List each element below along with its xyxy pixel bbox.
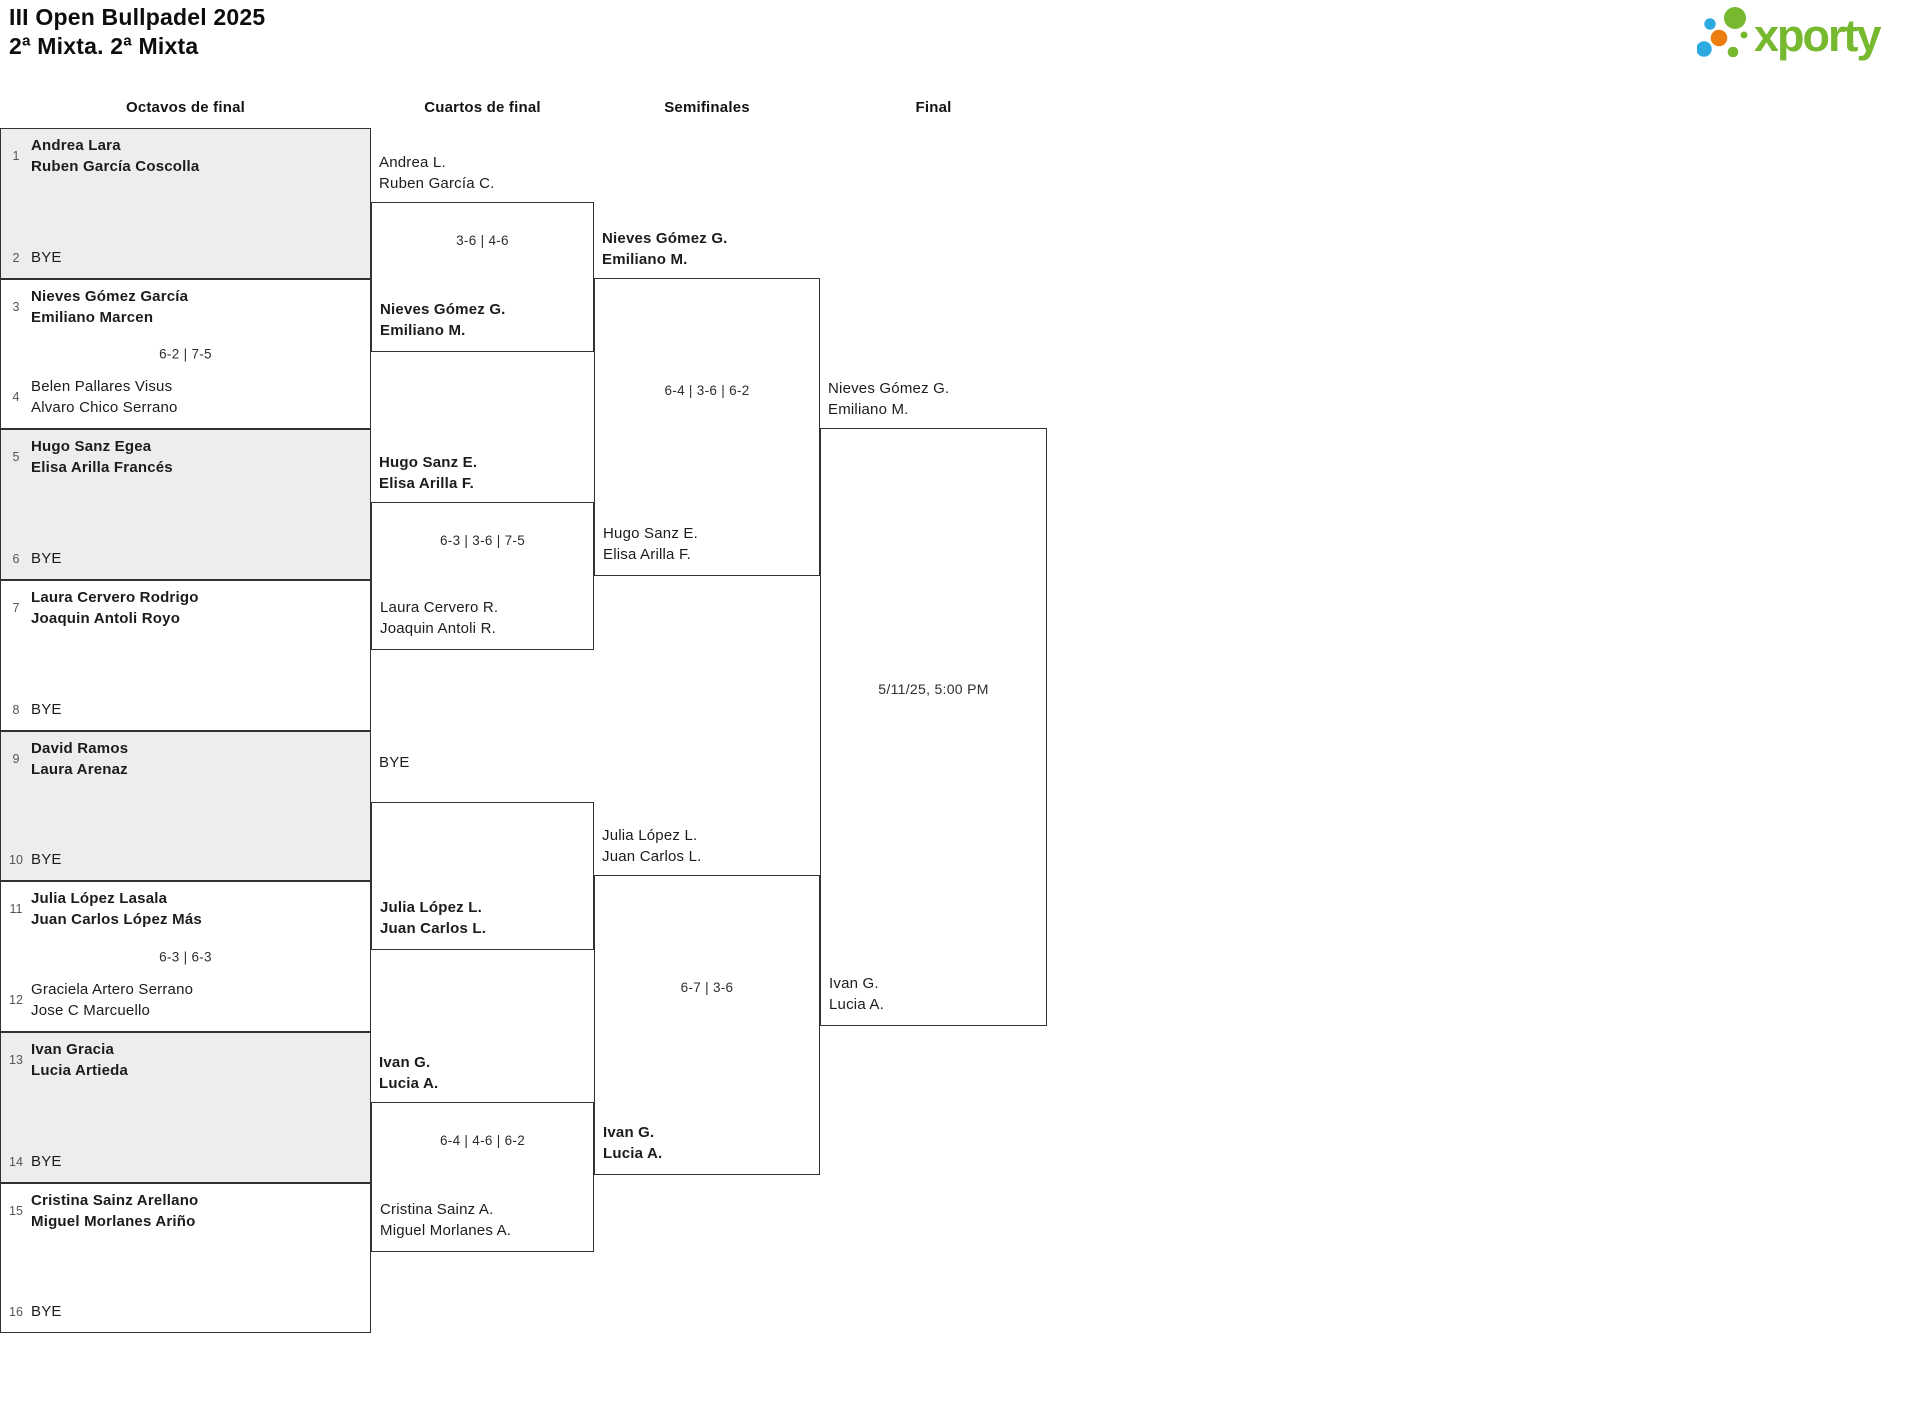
team-name: BYE — [31, 249, 62, 266]
match-score: 6-3 | 3-6 | 7-5 — [439, 533, 526, 548]
team-slot[interactable]: 8 BYE — [5, 699, 364, 720]
seed-number: 9 — [12, 752, 20, 766]
match-score: 6-4 | 4-6 | 6-2 — [439, 1133, 526, 1148]
r16-match-6: 11 Julia López Lasala Juan Carlos López … — [0, 881, 371, 1032]
final-schedule: 5/11/25, 5:00 PM — [878, 681, 989, 697]
round-header-octavos: Octavos de final — [125, 99, 246, 116]
qf-match-4: 6-4 | 4-6 | 6-2 Cristina Sainz A. Miguel… — [371, 1102, 594, 1252]
match-score: 6-2 | 7-5 — [159, 346, 212, 362]
team-name: BYE — [31, 851, 62, 868]
final-top-team[interactable]: Nieves Gómez G. Emiliano M. — [828, 380, 950, 418]
sf2-bottom-team[interactable]: Ivan G. Lucia A. — [603, 1124, 663, 1162]
sf-match-2: 6-7 | 3-6 Ivan G. Lucia A. — [594, 875, 820, 1175]
seed-number: 15 — [9, 1204, 23, 1218]
team-name: Laura Cervero Rodrigo Joaquin Antoli Roy… — [31, 589, 199, 627]
round-header-semifinales: Semifinales — [664, 99, 750, 116]
team-slot[interactable]: 7 Laura Cervero Rodrigo Joaquin Antoli R… — [5, 587, 364, 629]
seed-number: 2 — [12, 250, 20, 265]
logo-dot-orange-icon — [1710, 29, 1728, 47]
round-header-cuartos: Cuartos de final — [424, 99, 541, 116]
seed-number: 14 — [9, 1154, 23, 1169]
r16-match-7: 13 Ivan Gracia Lucia Artieda 14 BYE — [0, 1032, 371, 1183]
qf4-top-team[interactable]: Ivan G. Lucia A. — [379, 1054, 439, 1092]
sf2-top-team[interactable]: Julia López L. Juan Carlos L. — [602, 827, 702, 865]
r16-match-5: 9 David Ramos Laura Arenaz 10 BYE — [0, 731, 371, 881]
team-slot[interactable]: 1 Andrea Lara Ruben García Coscolla — [5, 135, 364, 177]
seed-number: 3 — [12, 300, 20, 314]
r16-match-8: 15 Cristina Sainz Arellano Miguel Morlan… — [0, 1183, 371, 1333]
team-slot[interactable]: 10 BYE — [5, 849, 364, 870]
team-name: Belen Pallares Visus Alvaro Chico Serran… — [31, 378, 178, 416]
team-slot[interactable]: 3 Nieves Gómez García Emiliano Marcen — [5, 286, 364, 328]
sf1-top-team[interactable]: Nieves Gómez G. Emiliano M. — [602, 230, 728, 268]
team-slot[interactable]: 5 Hugo Sanz Egea Elisa Arilla Francés — [5, 436, 364, 478]
sf1-bottom-team[interactable]: Hugo Sanz E. Elisa Arilla F. — [603, 525, 698, 563]
team-name: BYE — [31, 1153, 62, 1170]
team-name: Julia López Lasala Juan Carlos López Más — [31, 890, 202, 928]
team-slot[interactable]: 4 Belen Pallares Visus Alvaro Chico Serr… — [5, 376, 364, 418]
seed-number: 16 — [9, 1304, 23, 1319]
seed-number: 8 — [12, 702, 20, 717]
team-name: BYE — [31, 550, 62, 567]
team-slot[interactable]: 14 BYE — [5, 1151, 364, 1172]
logo-dot-green-big-icon — [1724, 7, 1746, 29]
seed-number: 1 — [12, 149, 20, 163]
seed-number: 4 — [12, 390, 20, 404]
seed-number: 10 — [9, 852, 23, 867]
page-title: III Open Bullpadel 2025 — [9, 4, 266, 30]
team-slot[interactable]: 9 David Ramos Laura Arenaz — [5, 738, 364, 780]
team-slot[interactable]: 2 BYE — [5, 247, 364, 268]
team-slot[interactable]: 12 Graciela Artero Serrano Jose C Marcue… — [5, 979, 364, 1021]
sf-match-1: 6-4 | 3-6 | 6-2 Hugo Sanz E. Elisa Arill… — [594, 278, 820, 576]
team-slot[interactable]: 11 Julia López Lasala Juan Carlos López … — [5, 888, 364, 930]
seed-number: 13 — [9, 1053, 23, 1067]
xporty-logo[interactable]: xporty — [1697, 4, 1913, 68]
team-name: Cristina Sainz Arellano Miguel Morlanes … — [31, 1192, 199, 1230]
logo-dot-blue-icon — [1697, 41, 1712, 57]
team-name: Ivan Gracia Lucia Artieda — [31, 1041, 129, 1079]
r16-match-2: 3 Nieves Gómez García Emiliano Marcen 6-… — [0, 279, 371, 429]
seed-number: 6 — [12, 551, 20, 566]
team-name: Hugo Sanz Egea Elisa Arilla Francés — [31, 438, 173, 476]
r16-match-1: 1 Andrea Lara Ruben García Coscolla 2 BY… — [0, 128, 371, 279]
match-score: 6-4 | 3-6 | 6-2 — [664, 383, 750, 398]
team-slot[interactable]: 13 Ivan Gracia Lucia Artieda — [5, 1039, 364, 1081]
final-match: 5/11/25, 5:00 PM Ivan G. Lucia A. — [820, 428, 1047, 1026]
category-subtitle: 2ª Mixta. 2ª Mixta — [9, 33, 199, 59]
qf-match-1: 3-6 | 4-6 Nieves Gómez G. Emiliano M. — [371, 202, 594, 352]
match-score: 3-6 | 4-6 — [456, 233, 509, 248]
qf2-bottom-team[interactable]: Laura Cervero R. Joaquin Antoli R. — [380, 599, 499, 637]
qf-match-2: 6-3 | 3-6 | 7-5 Laura Cervero R. Joaquin… — [371, 502, 594, 650]
team-name: Nieves Gómez García Emiliano Marcen — [31, 288, 189, 326]
logo-dot-green-small-icon — [1727, 46, 1739, 58]
logo-dot-blue-small-icon — [1704, 18, 1716, 30]
seed-number: 12 — [9, 993, 23, 1007]
match-score: 6-3 | 6-3 — [159, 949, 212, 964]
team-name: BYE — [31, 701, 62, 718]
match-score: 6-7 | 3-6 — [680, 980, 734, 995]
qf3-bottom-team[interactable]: Julia López L. Juan Carlos L. — [380, 899, 487, 937]
r16-match-4: 7 Laura Cervero Rodrigo Joaquin Antoli R… — [0, 580, 371, 731]
team-name: David Ramos Laura Arenaz — [31, 740, 129, 778]
round-header-final: Final — [915, 99, 952, 116]
qf4-bottom-team[interactable]: Cristina Sainz A. Miguel Morlanes A. — [380, 1201, 512, 1239]
r16-match-3: 5 Hugo Sanz Egea Elisa Arilla Francés 6 … — [0, 429, 371, 580]
team-name: BYE — [31, 1303, 62, 1320]
logo-wordmark: xporty — [1754, 10, 1882, 61]
seed-number: 7 — [12, 601, 20, 615]
logo-dot-green-tiny-icon — [1740, 31, 1748, 39]
final-bottom-team[interactable]: Ivan G. Lucia A. — [829, 975, 884, 1013]
qf3-top-team[interactable]: BYE — [379, 754, 410, 771]
qf1-top-team[interactable]: Andrea L. Ruben García C. — [379, 154, 495, 192]
team-slot[interactable]: 6 BYE — [5, 548, 364, 569]
team-name: Graciela Artero Serrano Jose C Marcuello — [31, 981, 194, 1019]
seed-number: 11 — [9, 902, 23, 916]
team-slot[interactable]: 15 Cristina Sainz Arellano Miguel Morlan… — [5, 1190, 364, 1232]
qf1-bottom-team[interactable]: Nieves Gómez G. Emiliano M. — [380, 301, 506, 339]
seed-number: 5 — [12, 450, 20, 464]
qf2-top-team[interactable]: Hugo Sanz E. Elisa Arilla F. — [379, 454, 478, 492]
team-slot[interactable]: 16 BYE — [5, 1301, 364, 1322]
team-name: Andrea Lara Ruben García Coscolla — [31, 137, 200, 175]
qf-match-3: Julia López L. Juan Carlos L. — [371, 802, 594, 950]
